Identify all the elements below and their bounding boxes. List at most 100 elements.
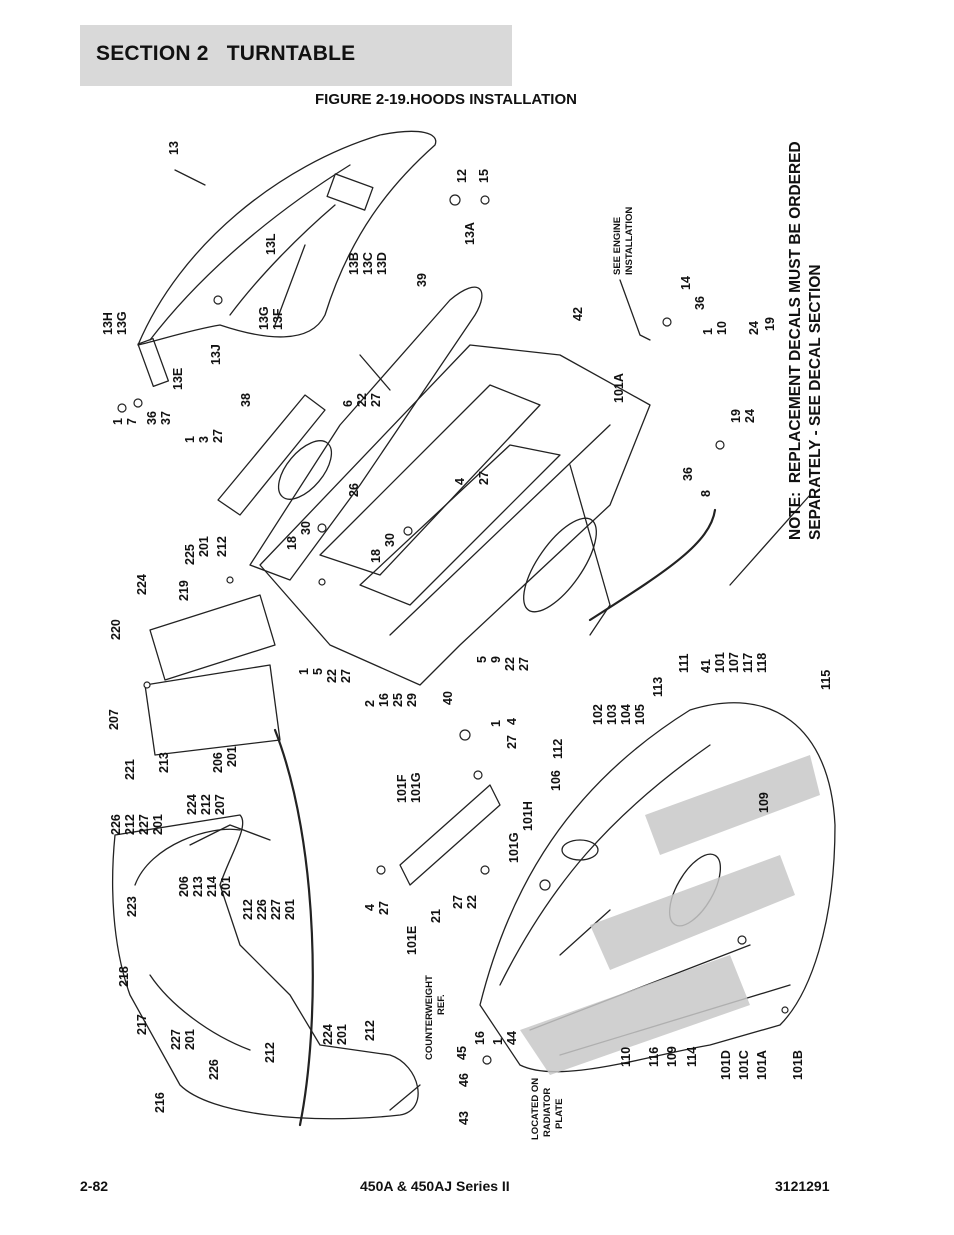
label-10: 10 <box>715 321 729 335</box>
label-101G: 101G <box>409 772 423 803</box>
label-101E: 101E <box>405 926 419 955</box>
label-227c: 227 <box>169 1029 183 1050</box>
label-212f: 212 <box>363 1020 377 1041</box>
label-9: 9 <box>489 656 503 663</box>
label-206: 206 <box>211 752 225 773</box>
label-29: 29 <box>405 693 419 707</box>
label-218: 218 <box>117 966 131 987</box>
document-number: 3121291 <box>775 1178 830 1194</box>
located-on-line3: PLATE <box>554 1099 565 1129</box>
label-36c: 36 <box>681 467 695 481</box>
section-header-bar: SECTION 2 TURNTABLE <box>80 25 512 86</box>
label-212c: 212 <box>199 794 213 815</box>
label-109: 109 <box>757 792 771 813</box>
label-38: 38 <box>239 393 253 407</box>
label-5: 5 <box>311 668 325 675</box>
panel-39 <box>249 286 483 581</box>
label-21: 21 <box>429 909 443 923</box>
label-41: 41 <box>699 659 713 673</box>
label-16b: 16 <box>473 1031 487 1045</box>
label-6: 6 <box>341 400 355 407</box>
label-102: 102 <box>591 704 605 725</box>
label-18b: 18 <box>369 549 383 563</box>
label-18: 18 <box>285 536 299 550</box>
page-number: 2-82 <box>80 1178 109 1194</box>
label-13C: 13C <box>361 252 375 275</box>
label-220: 220 <box>109 619 123 640</box>
see-engine-line2: INSTALLATION <box>624 207 635 275</box>
label-101B: 101B <box>791 1050 805 1080</box>
label-118: 118 <box>755 653 769 673</box>
label-39: 39 <box>415 273 429 287</box>
label-201b: 201 <box>225 746 239 767</box>
front-hood-frame <box>111 814 419 1120</box>
label-207b: 207 <box>213 794 227 815</box>
label-26: 26 <box>347 483 361 497</box>
label-27e: 27 <box>517 657 531 671</box>
counterweight-line2: REF. <box>436 994 447 1015</box>
label-27c: 27 <box>477 471 491 485</box>
label-207: 207 <box>107 709 121 730</box>
label-30b: 30 <box>383 533 397 547</box>
label-5b: 5 <box>475 656 489 663</box>
label-217: 217 <box>135 1014 149 1035</box>
located-on-line1: LOCATED ON <box>530 1078 541 1140</box>
label-19b: 19 <box>729 409 743 423</box>
label-24: 24 <box>747 321 761 335</box>
label-112: 112 <box>551 739 565 759</box>
label-12: 12 <box>455 169 469 183</box>
label-44: 44 <box>505 1031 519 1045</box>
label-101A: 101A <box>612 373 626 403</box>
label-116: 116 <box>647 1047 661 1067</box>
label-212b: 212 <box>123 814 137 835</box>
label-15: 15 <box>477 169 491 183</box>
label-1f: 1 <box>491 1038 505 1045</box>
label-201f: 201 <box>183 1029 197 1050</box>
label-13D: 13D <box>375 252 389 275</box>
label-101D: 101D <box>719 1050 733 1080</box>
label-1e: 1 <box>489 720 503 727</box>
label-201: 201 <box>197 536 211 557</box>
label-13: 13 <box>167 141 181 155</box>
label-4b: 4 <box>505 718 519 725</box>
label-2: 2 <box>363 700 377 707</box>
section-title: SECTION 2 TURNTABLE <box>96 42 356 65</box>
label-106: 106 <box>549 770 563 791</box>
label-1c: 1 <box>701 328 715 335</box>
label-101F: 101F <box>395 774 409 803</box>
label-14: 14 <box>679 276 693 290</box>
label-1: 1 <box>111 418 125 425</box>
label-104: 104 <box>619 704 633 725</box>
label-201g: 201 <box>335 1024 349 1045</box>
label-113: 113 <box>651 677 665 697</box>
label-13J: 13J <box>209 344 223 365</box>
label-224c: 224 <box>321 1024 335 1045</box>
label-224: 224 <box>135 574 149 595</box>
label-226b: 226 <box>255 899 269 920</box>
located-on-line2: RADIATOR <box>542 1088 553 1137</box>
label-219: 219 <box>177 580 191 601</box>
label-114: 114 <box>685 1047 699 1067</box>
label-36: 36 <box>145 411 159 425</box>
label-25: 25 <box>391 693 405 707</box>
label-22c: 22 <box>503 657 517 671</box>
label-45: 45 <box>455 1046 469 1060</box>
label-201d: 201 <box>219 876 233 897</box>
label-201e: 201 <box>283 899 297 920</box>
label-111: 111 <box>677 653 691 673</box>
label-46: 46 <box>457 1073 471 1087</box>
label-27g: 27 <box>377 901 391 915</box>
figure-title: FIGURE 2-19.HOODS INSTALLATION <box>315 91 577 108</box>
label-117: 117 <box>741 653 755 673</box>
label-22b: 22 <box>325 669 339 683</box>
label-30: 30 <box>299 521 313 535</box>
label-101: 101 <box>713 652 727 673</box>
label-19: 19 <box>763 317 777 331</box>
label-212: 212 <box>215 536 229 557</box>
label-27: 27 <box>211 429 225 443</box>
label-101G-b: 101G <box>507 832 521 863</box>
label-22d: 22 <box>465 895 479 909</box>
see-engine-line1: SEE ENGINE <box>612 217 623 275</box>
label-13E: 13E <box>171 368 185 390</box>
label-212e: 212 <box>263 1042 277 1063</box>
